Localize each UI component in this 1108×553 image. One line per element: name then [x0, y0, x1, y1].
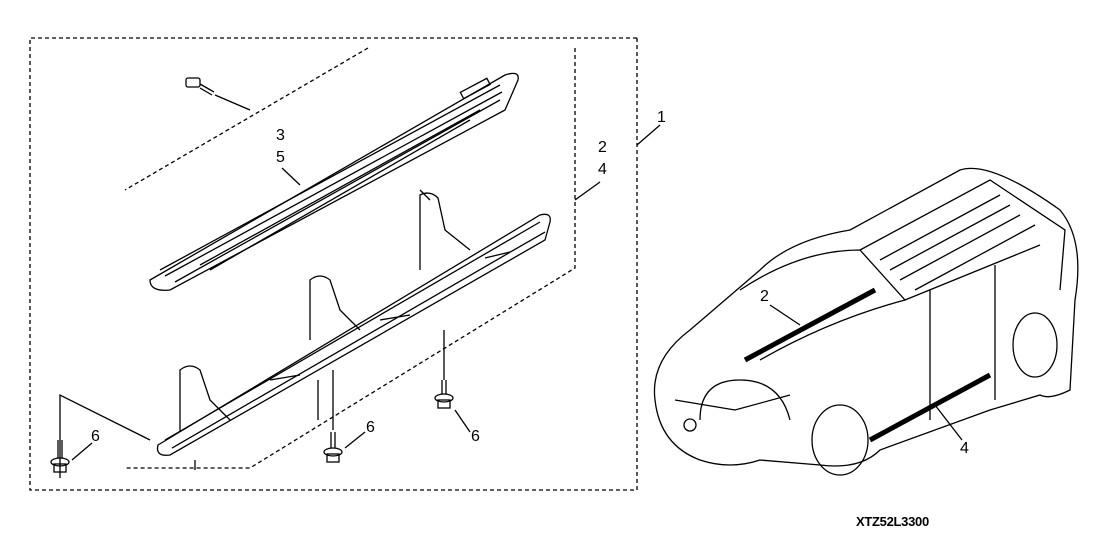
- step-pad: [149, 72, 519, 291]
- callout-6-left: 6: [91, 428, 100, 445]
- callout-4: 4: [598, 161, 607, 178]
- callout-1: 1: [657, 109, 666, 126]
- callout-vehicle-4: 4: [960, 440, 969, 457]
- callout-6-center: 6: [366, 419, 375, 436]
- leader-lines: [59, 94, 963, 478]
- running-board: [156, 192, 551, 456]
- diagram-code: XTZ52L3300: [856, 514, 929, 529]
- kit-boundary: [29, 37, 638, 491]
- bolt-icon-center: [323, 432, 343, 463]
- bolt-icon-top: [185, 77, 215, 96]
- callout-6-right: 6: [471, 428, 480, 445]
- callout-3: 3: [276, 127, 285, 144]
- callout-vehicle-2: 2: [760, 288, 769, 305]
- bolt-icon-right: [434, 380, 454, 409]
- callout-2: 2: [598, 139, 607, 156]
- bolt-icon-left: [50, 440, 70, 473]
- callout-5: 5: [276, 149, 285, 166]
- vehicle-illustration: [653, 167, 1079, 476]
